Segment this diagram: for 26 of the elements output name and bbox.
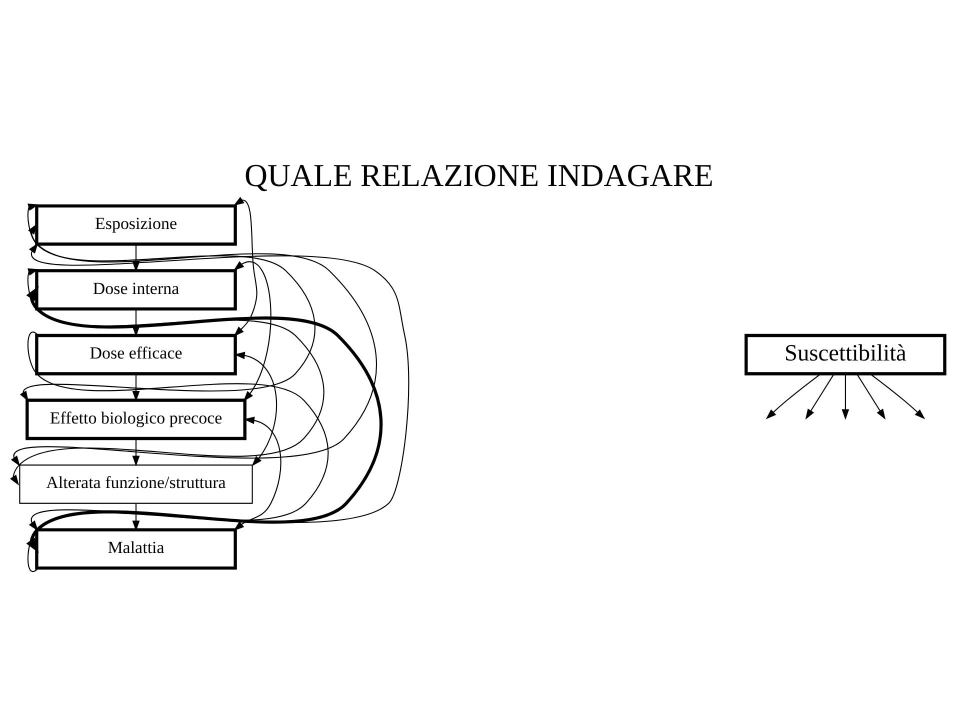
node-box: Dose interna <box>34 268 236 310</box>
node-box: Malattia <box>34 528 236 570</box>
arrow <box>765 373 820 419</box>
arrow <box>234 351 277 466</box>
arrow <box>841 373 849 420</box>
arrow <box>10 268 324 485</box>
arrow <box>856 373 886 420</box>
arrow <box>232 196 257 336</box>
node-box: Effetto biologico precoce <box>25 398 246 440</box>
arrow <box>132 373 140 402</box>
arrow <box>10 223 376 466</box>
arrow <box>869 373 925 419</box>
connector <box>27 332 328 570</box>
node-box: Suscettibilità <box>744 333 946 375</box>
node-box: Esposizione <box>34 204 236 246</box>
arrow <box>804 373 834 420</box>
node-box: Alterata funzione/struttura <box>18 464 252 504</box>
arrow <box>233 416 281 530</box>
node-box: Dose efficace <box>34 333 236 375</box>
arrow <box>233 260 271 401</box>
arrow <box>132 438 140 466</box>
arrow <box>19 203 315 402</box>
arrow <box>132 502 140 531</box>
arrow <box>28 242 409 531</box>
arrow <box>26 285 382 552</box>
diagram-title: QUALE RELAZIONE INDAGARE <box>244 158 713 193</box>
